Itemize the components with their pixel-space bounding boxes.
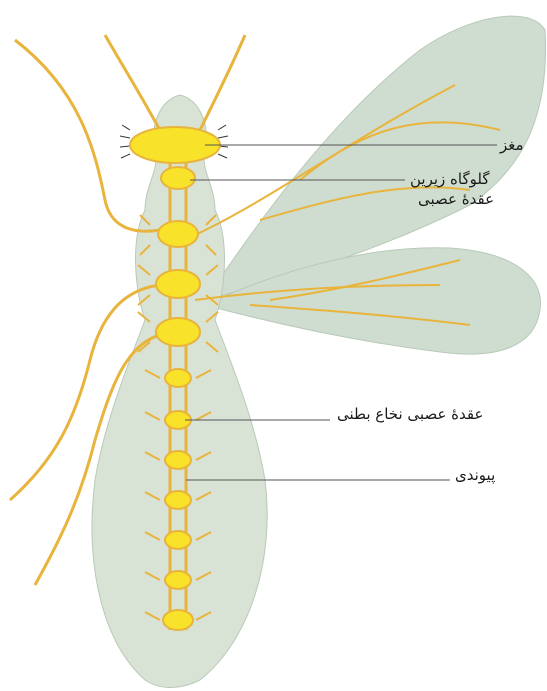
ganglion bbox=[165, 369, 191, 387]
ganglion bbox=[156, 318, 200, 346]
subesophageal-ganglion bbox=[161, 167, 195, 189]
label-subesophageal-line1: گلوگاه زیرین bbox=[410, 170, 489, 188]
ganglion bbox=[158, 221, 198, 247]
ganglion bbox=[165, 531, 191, 549]
ganglion bbox=[156, 270, 200, 298]
thoracic-ganglia bbox=[156, 221, 200, 346]
ganglion bbox=[163, 610, 193, 630]
right-antenna bbox=[195, 35, 245, 140]
label-ventral-nerve-cord-ganglion: عقدهٔ عصبی نخاع بطنی bbox=[337, 405, 483, 423]
ganglion bbox=[165, 451, 191, 469]
ganglion bbox=[165, 491, 191, 509]
label-subesophageal-line2: عقدهٔ عصبی bbox=[418, 190, 494, 208]
ganglion bbox=[165, 571, 191, 589]
left-antenna bbox=[105, 35, 165, 140]
label-connective: پیوندی bbox=[455, 466, 495, 484]
label-brain: مغز bbox=[500, 136, 524, 154]
